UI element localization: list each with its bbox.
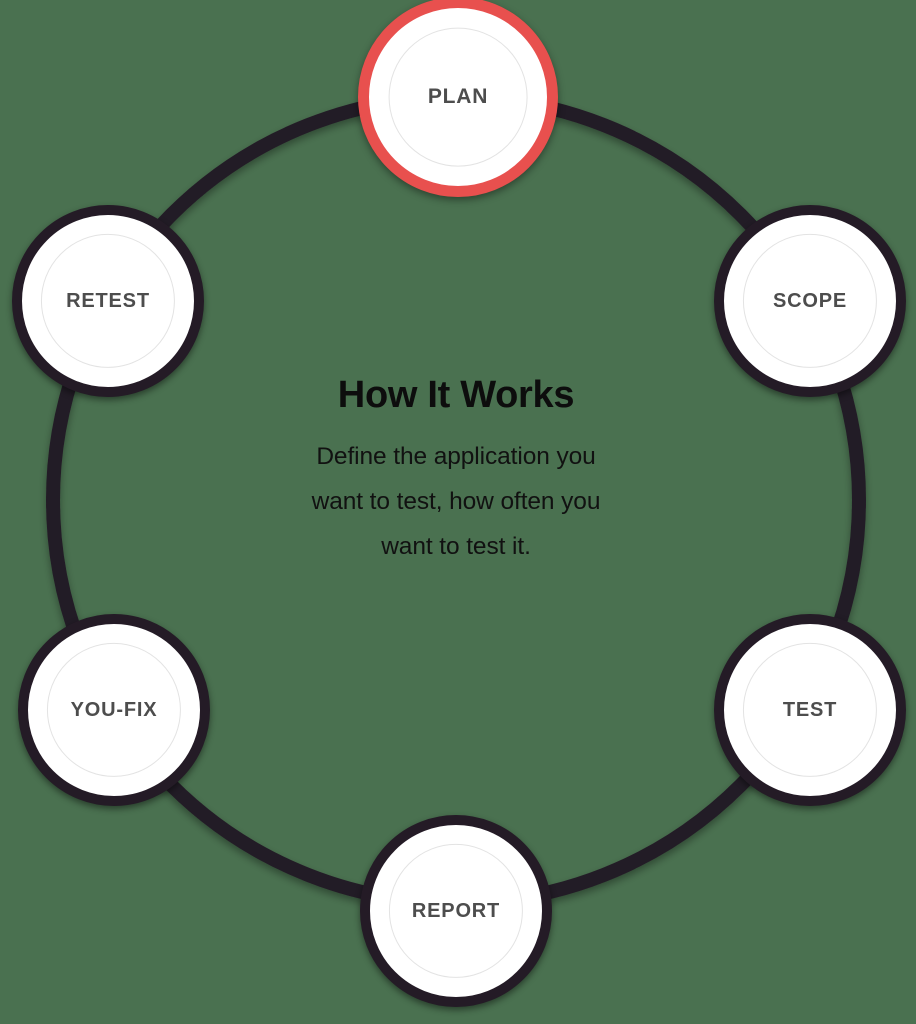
node-test[interactable]: TEST	[714, 614, 906, 806]
node-retest[interactable]: RETEST	[12, 205, 204, 397]
node-label-retest: RETEST	[66, 289, 150, 312]
diagram-title: How It Works	[337, 374, 575, 416]
center-text-block: How It Works Define the application you …	[228, 374, 684, 569]
node-label-scope: SCOPE	[772, 289, 848, 312]
node-report[interactable]: REPORT	[360, 815, 552, 1007]
node-scope[interactable]: SCOPE	[714, 205, 906, 397]
node-label-plan: PLAN	[427, 85, 489, 108]
description-line-1: Define the application you	[316, 442, 596, 470]
diagram-description: Define the application you want to test,…	[256, 434, 656, 569]
node-you-fix[interactable]: YOU-FIX	[18, 614, 210, 806]
description-line-2: want to test, how often you	[311, 487, 601, 515]
node-plan[interactable]: PLAN	[358, 0, 558, 197]
node-label-test: TEST	[782, 698, 838, 721]
node-label-report: REPORT	[411, 899, 501, 922]
description-line-3: want to test it.	[381, 532, 531, 560]
node-label-you-fix: YOU-FIX	[70, 698, 158, 721]
